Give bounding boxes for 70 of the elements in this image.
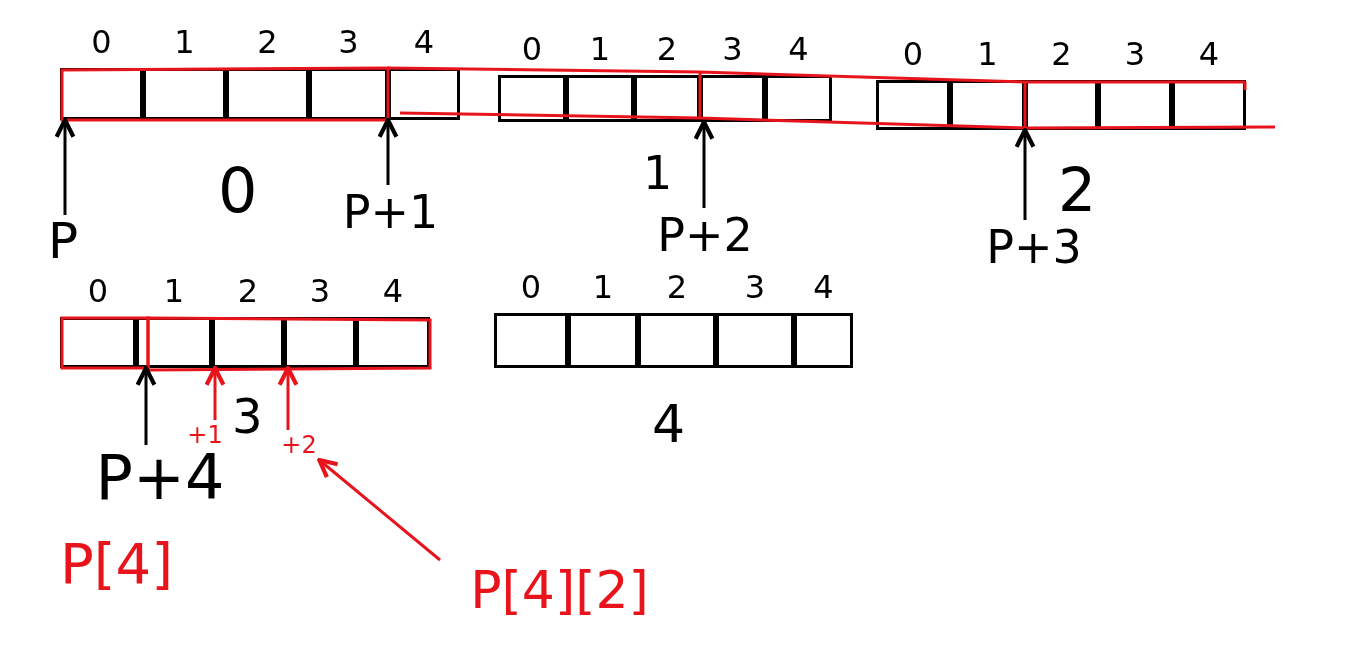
arrow — [317, 457, 441, 562]
pointer-label: P+3 — [970, 220, 1098, 275]
index-label: 4 — [812, 271, 835, 303]
index-label: 2 — [236, 275, 260, 307]
index-label: 4 — [1197, 38, 1221, 70]
index-label: 3 — [1123, 38, 1147, 70]
annotation-text: +2 — [270, 430, 328, 460]
arrow — [135, 365, 157, 445]
array-cell — [60, 68, 143, 120]
annotation-text: P[4] — [60, 536, 174, 592]
array-cell — [794, 313, 853, 368]
index-label: 3 — [308, 275, 332, 307]
array-cell — [226, 68, 309, 120]
array-cell — [143, 68, 226, 120]
array-cell — [700, 75, 765, 122]
index-label: 3 — [743, 271, 767, 303]
arrow — [1014, 127, 1036, 220]
row-number: 1 — [643, 150, 673, 196]
index-label: 4 — [412, 26, 436, 58]
array-cell — [950, 80, 1025, 130]
array-cell — [356, 317, 430, 368]
index-label: 2 — [256, 26, 279, 58]
array-cell — [638, 313, 716, 368]
index-label: 0 — [901, 38, 925, 70]
array-cell — [212, 317, 284, 368]
arrow — [377, 117, 399, 185]
index-label: 1 — [588, 33, 612, 65]
row-number: 3 — [232, 392, 263, 440]
index-label: 1 — [173, 26, 196, 58]
array-cell — [388, 68, 460, 120]
pointer-label: P+2 — [646, 208, 764, 263]
arrow — [277, 365, 299, 430]
annotation-text: P[4][2] — [432, 560, 687, 620]
array-cell — [1025, 80, 1098, 130]
pointer-label: P+1 — [338, 185, 443, 240]
array-cell — [136, 317, 212, 368]
index-label: 2 — [655, 33, 679, 65]
row-number: 4 — [652, 398, 686, 450]
array-cell — [568, 313, 638, 368]
array-cell — [566, 75, 634, 122]
pointer-label: P — [38, 215, 88, 267]
index-label: 2 — [665, 271, 689, 303]
row-number: 0 — [218, 160, 258, 222]
row-number: 2 — [1058, 160, 1097, 220]
index-label: 4 — [787, 33, 810, 65]
arrow — [54, 117, 76, 215]
array-cell — [60, 317, 136, 368]
index-label: 2 — [1050, 38, 1073, 70]
index-label: 0 — [86, 275, 110, 307]
array-cell — [498, 75, 566, 122]
array-cell — [494, 313, 568, 368]
index-label: 0 — [520, 33, 544, 65]
index-label: 3 — [721, 33, 744, 65]
array-cell — [284, 317, 356, 368]
array-cell — [634, 75, 700, 122]
arrow — [204, 365, 226, 420]
array-cell — [309, 68, 388, 120]
array-cell — [1098, 80, 1172, 130]
index-label: 1 — [976, 38, 999, 70]
index-label: 3 — [337, 26, 360, 58]
index-label: 0 — [90, 26, 113, 58]
arrow — [693, 119, 715, 208]
index-label: 4 — [381, 275, 405, 307]
array-cell — [716, 313, 794, 368]
index-label: 1 — [591, 271, 615, 303]
array-cell — [765, 75, 832, 122]
index-label: 1 — [162, 275, 186, 307]
index-label: 0 — [519, 271, 543, 303]
array-cell — [1172, 80, 1246, 130]
array-cell — [876, 80, 950, 130]
